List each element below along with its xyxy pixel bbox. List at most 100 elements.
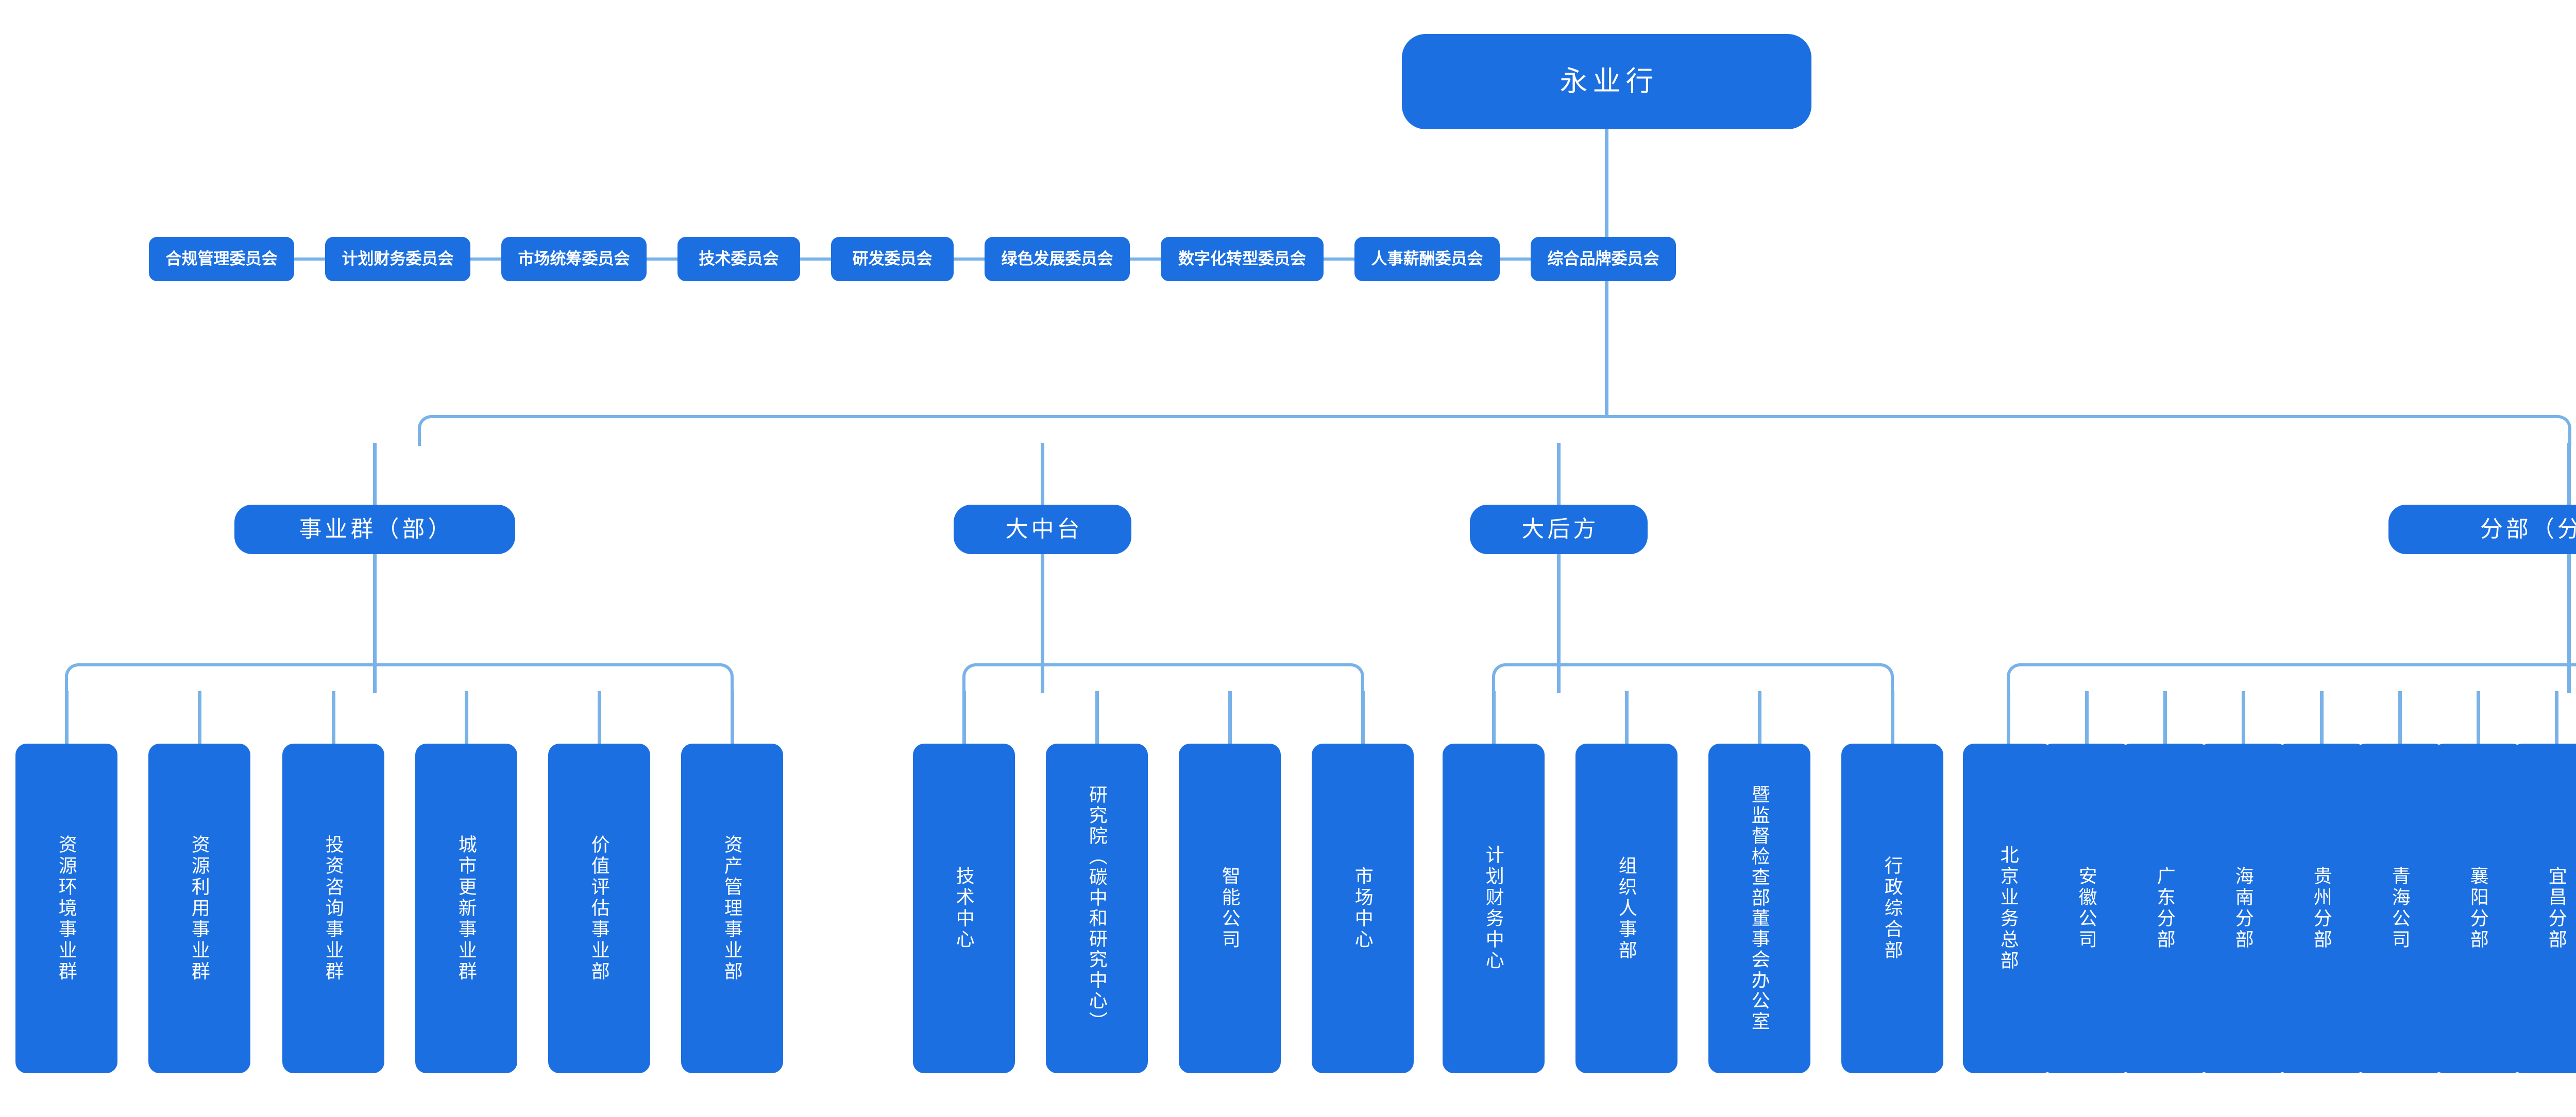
committee-node-9[interactable]: 综合品牌委员会	[1531, 237, 1676, 281]
connector-committee-link	[470, 257, 501, 261]
connector-committee-link	[800, 257, 831, 261]
connector-leaf-drop	[65, 691, 69, 747]
leaf-node-label: 计划财务中心	[1483, 845, 1504, 972]
committee-node-1[interactable]: 合规管理委员会	[149, 237, 294, 281]
leaf-node-label: 资源环境事业群	[56, 834, 77, 983]
committee-node-7[interactable]: 数字化转型委员会	[1161, 237, 1324, 281]
connector-committee-link	[647, 257, 677, 261]
connector-division-stem-4	[2567, 443, 2571, 505]
committee-node-label: 计划财务委员会	[342, 249, 454, 268]
leaf-node[interactable]: 价值评估事业部	[548, 744, 650, 1073]
connector-leaf-drop	[2555, 691, 2558, 747]
leaf-node[interactable]: 贵州分部	[2276, 744, 2367, 1073]
leaf-node-label: 研究院（碳中和研究中心）	[1086, 785, 1108, 1032]
leaf-node-label: 价值评估事业部	[588, 834, 610, 983]
leaf-node[interactable]: 研究院（碳中和研究中心）	[1046, 744, 1148, 1073]
committee-node-label: 综合品牌委员会	[1547, 249, 1659, 268]
leaf-node[interactable]: 城市更新事业群	[415, 744, 517, 1073]
connector-leaf-drop	[2398, 691, 2402, 747]
leaf-node[interactable]: 广东分部	[2120, 744, 2210, 1073]
connector-leaf-drop	[332, 691, 335, 747]
connector-leaf-drop	[962, 691, 966, 747]
connector-leaf-drop	[598, 691, 601, 747]
leaf-node[interactable]: 海南分部	[2198, 744, 2289, 1073]
leaf-node-label: 北京业务总部	[1997, 845, 2019, 972]
leaf-node-label: 组织人事部	[1616, 855, 1637, 961]
connector-division-drop-3	[1557, 554, 1561, 693]
leaf-node-label: 城市更新事业群	[455, 834, 477, 983]
connector-division-bus	[418, 415, 2571, 446]
connector-trunk-lower	[1605, 281, 1608, 417]
leaf-node[interactable]: 投资咨询事业群	[282, 744, 384, 1073]
leaf-node-label: 行政综合部	[1882, 855, 1903, 961]
committee-node-label: 市场统筹委员会	[518, 249, 630, 268]
root-node[interactable]: 永业行	[1402, 34, 1811, 129]
leaf-node-label: 海南分部	[2232, 866, 2254, 951]
connector-leaf-drop	[2163, 691, 2167, 747]
leaf-node[interactable]: 青海公司	[2354, 744, 2445, 1073]
committee-node-3[interactable]: 市场统筹委员会	[501, 237, 647, 281]
connector-leaf-drop	[731, 691, 734, 747]
leaf-node[interactable]: 组织人事部	[1575, 744, 1677, 1073]
division-node-label: 分部（分公司）	[2480, 517, 2576, 542]
leaf-node[interactable]: 计划财务中心	[1443, 744, 1545, 1073]
committee-node-5[interactable]: 研发委员会	[831, 237, 954, 281]
connector-child-bus-2	[962, 663, 1364, 693]
connector-committee-link	[954, 257, 985, 261]
leaf-node-label: 青海公司	[2389, 866, 2411, 951]
leaf-node[interactable]: 襄阳分部	[2433, 744, 2523, 1073]
leaf-node-label: 暨监督检查部董事会办公室	[1749, 785, 1770, 1032]
committee-node-label: 绿色发展委员会	[1001, 249, 1113, 268]
connector-committee-link	[1324, 257, 1354, 261]
division-node-4[interactable]: 分部（分公司）	[2388, 505, 2576, 554]
division-node-2[interactable]: 大中台	[954, 505, 1131, 554]
connector-division-stem-2	[1041, 443, 1044, 505]
leaf-node-label: 投资咨询事业群	[323, 834, 344, 983]
leaf-node-label: 技术中心	[953, 866, 975, 951]
connector-root-stem	[1605, 129, 1608, 237]
committee-node-2[interactable]: 计划财务委员会	[325, 237, 470, 281]
connector-leaf-drop	[1891, 691, 1894, 747]
connector-leaf-drop	[2477, 691, 2480, 747]
connector-child-bus-3	[1492, 663, 1894, 693]
connector-division-drop-1	[373, 554, 377, 693]
division-node-3[interactable]: 大后方	[1470, 505, 1648, 554]
committee-node-label: 合规管理委员会	[165, 249, 278, 268]
leaf-node-label: 资产管理事业部	[721, 834, 743, 983]
committee-node-label: 数字化转型委员会	[1178, 249, 1306, 268]
leaf-node[interactable]: 市场中心	[1312, 744, 1414, 1073]
committee-node-6[interactable]: 绿色发展委员会	[985, 237, 1130, 281]
leaf-node-label: 贵州分部	[2311, 866, 2332, 951]
leaf-node[interactable]: 资产管理事业部	[681, 744, 783, 1073]
committee-node-label: 人事薪酬委员会	[1371, 249, 1483, 268]
division-node-label: 大后方	[1521, 517, 1599, 542]
leaf-node[interactable]: 智能公司	[1179, 744, 1281, 1073]
leaf-node[interactable]: 行政综合部	[1841, 744, 1943, 1073]
leaf-node-label: 襄阳分部	[2467, 866, 2489, 951]
leaf-node[interactable]: 宜昌分部	[2511, 744, 2576, 1073]
connector-division-drop-4	[2567, 554, 2571, 693]
leaf-node-label: 安徽公司	[2076, 866, 2097, 951]
committee-node-4[interactable]: 技术委员会	[677, 237, 800, 281]
leaf-node[interactable]: 资源环境事业群	[15, 744, 117, 1073]
division-node-1[interactable]: 事业群（部）	[234, 505, 515, 554]
leaf-node[interactable]: 北京业务总部	[1963, 744, 2054, 1073]
connector-leaf-drop	[2242, 691, 2245, 747]
connector-leaf-drop	[2320, 691, 2324, 747]
division-node-label: 大中台	[1005, 517, 1083, 542]
leaf-node[interactable]: 安徽公司	[2041, 744, 2132, 1073]
connector-division-stem-3	[1557, 443, 1561, 505]
connector-committee-link	[1130, 257, 1161, 261]
connector-division-stem-1	[373, 443, 377, 505]
leaf-node[interactable]: 资源利用事业群	[148, 744, 250, 1073]
connector-committee-link	[294, 257, 325, 261]
connector-leaf-drop	[2085, 691, 2089, 747]
connector-child-bus-1	[65, 663, 734, 693]
leaf-node[interactable]: 暨监督检查部董事会办公室	[1708, 744, 1810, 1073]
root-node-label: 永业行	[1560, 66, 1659, 97]
committee-node-8[interactable]: 人事薪酬委员会	[1354, 237, 1500, 281]
connector-leaf-drop	[1361, 691, 1365, 747]
connector-leaf-drop	[1095, 691, 1099, 747]
leaf-node[interactable]: 技术中心	[913, 744, 1015, 1073]
